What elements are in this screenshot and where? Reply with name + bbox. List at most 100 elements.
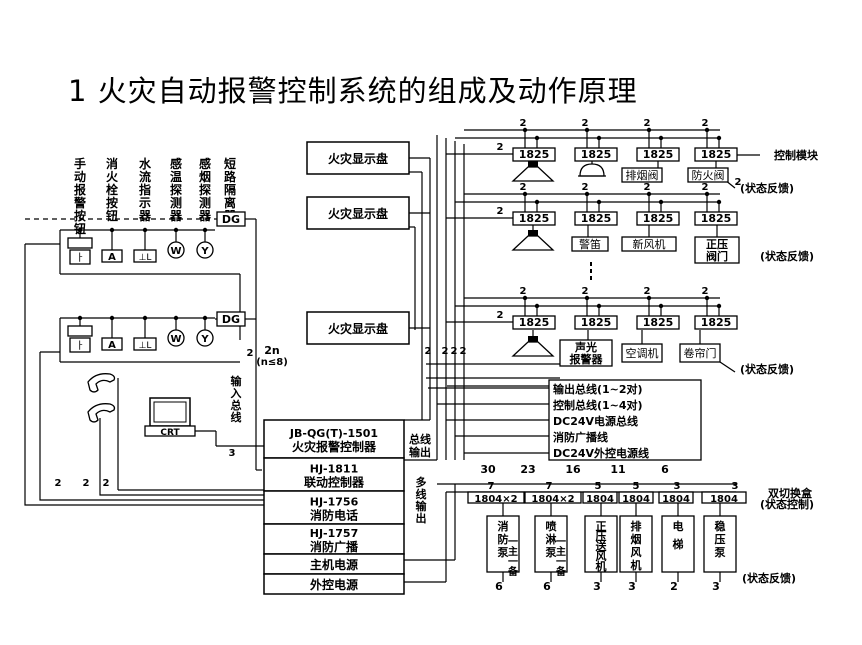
hydrant-button-icon — [101, 249, 123, 263]
label-char: 离 — [224, 195, 236, 210]
label-char: 测 — [199, 195, 211, 210]
label-char: 入 — [231, 387, 242, 400]
controller-unit-2-name: 消防电话 — [310, 508, 358, 523]
wire-count: 2 — [644, 286, 651, 297]
label-char: 总 — [231, 398, 242, 412]
heat-detector-symbol: W — [170, 246, 181, 257]
water-flow-indicator-icon — [133, 337, 157, 351]
label-char: 火 — [106, 170, 119, 184]
undefined-module-3-code: 1825 — [701, 148, 732, 161]
pump-2 — [584, 515, 618, 573]
pump-0-char: 泵 — [498, 546, 509, 559]
undefined-module-2-code: 1825 — [643, 316, 674, 329]
undefined-module-3 — [694, 211, 738, 226]
label-char: 测 — [170, 195, 182, 210]
pump-5-char: 压 — [715, 532, 726, 546]
undefined-module-3-code: 1825 — [701, 212, 732, 225]
pump-sub-char: 一 — [508, 537, 518, 548]
junction-dot — [534, 303, 540, 309]
manual-button-symbol: ㅏ — [75, 252, 84, 264]
junction-dot — [77, 227, 83, 233]
junction-dot — [522, 191, 528, 197]
top-count: 16 — [565, 463, 581, 476]
undefined-module-2-code: 1825 — [643, 212, 674, 225]
smoke-detector-icon — [196, 241, 214, 259]
junction-dot — [596, 303, 602, 309]
junction-dot — [596, 135, 602, 141]
wire-count: 2 — [520, 118, 527, 129]
wire-count: 2 — [702, 118, 709, 129]
bottom-count: 3 — [593, 580, 601, 593]
junction-dot — [534, 135, 540, 141]
pump-sub-char: 主 — [508, 545, 518, 558]
audible-visual-alarm-label-1: 声光 — [574, 340, 597, 354]
label-char: 消 — [106, 156, 118, 171]
pump-3-char: 机 — [631, 558, 642, 572]
wire-count: 2 — [83, 478, 90, 489]
pump-5-char: 泵 — [715, 546, 726, 559]
small-count: 7 — [488, 481, 495, 492]
status-feedback-1: (状态反馈) — [740, 181, 794, 195]
pump-2-char: 压 — [596, 529, 607, 543]
undefined-module-1-code: 1825 — [581, 316, 612, 329]
label-char: 线 — [416, 487, 427, 501]
controller-unit-1-model: HJ-1811 — [310, 463, 358, 476]
wire-count: 2 — [497, 310, 504, 321]
fire-damper — [687, 167, 729, 183]
fresh-air-fan — [621, 236, 677, 252]
fire-damper-label: 防火阀 — [692, 168, 725, 182]
speaker-icon — [511, 161, 555, 182]
water-flow-symbol: ⊥L — [139, 341, 152, 351]
label-char: 警 — [73, 195, 86, 210]
junction-dot — [658, 199, 664, 205]
junction-dot — [716, 135, 722, 141]
label-char: 器 — [138, 209, 152, 223]
label-char: 隔 — [224, 182, 236, 197]
undefined-module-1-code: 1825 — [581, 148, 612, 161]
junction-dot — [534, 199, 540, 205]
bottom-count: 6 — [495, 580, 503, 593]
pump-sub-char: 备 — [507, 565, 519, 578]
crt-base — [144, 425, 196, 437]
pump-3-char: 烟 — [631, 532, 642, 546]
isolator-dg-1 — [216, 211, 246, 227]
pump-1-char: 喷 — [546, 519, 557, 533]
label-char: 多 — [416, 475, 427, 489]
bus-legend-item-3: 消防广播线 — [553, 430, 608, 444]
label-char: 按 — [106, 195, 118, 210]
wire-count: 2 — [644, 182, 651, 193]
pressure-valve-label-1: 正压 — [706, 237, 728, 251]
bell-icon — [578, 163, 606, 177]
siren-label: 警笛 — [579, 237, 601, 251]
pump-2-char: 机 — [596, 559, 607, 573]
module-1804-5-label: 1804 — [710, 494, 738, 505]
smoke-detector-symbol: Y — [200, 246, 209, 257]
pump-sub-char: 备 — [555, 565, 567, 578]
undefined-module-2 — [636, 147, 680, 162]
fire-display-panel-2-label: 火灾显示盘 — [328, 206, 388, 221]
junction-dot — [584, 191, 590, 197]
module-1804-1-label: 1804×2 — [531, 494, 574, 505]
label-char: 器 — [198, 209, 212, 223]
air-conditioner — [621, 343, 663, 363]
bottom-count: 3 — [712, 580, 720, 593]
wire-count: 2 — [55, 478, 62, 489]
bottom-count: 3 — [628, 580, 636, 593]
junction-dot — [173, 227, 179, 233]
label-char: 报 — [74, 182, 86, 197]
isolator-dg-2 — [216, 311, 246, 327]
rolling-shutter — [679, 343, 721, 363]
pump-0-char: 消 — [498, 519, 509, 533]
loop-count-label: 2n — [264, 344, 280, 357]
module-1804-2-label: 1804 — [586, 494, 614, 505]
smoke-detector-icon — [196, 329, 214, 347]
junction-dot — [522, 295, 528, 301]
heat-detector-icon — [167, 329, 185, 347]
label-char: 烟 — [199, 170, 211, 184]
module-1804-0-label: 1804×2 — [474, 494, 517, 505]
junction-dot — [704, 127, 710, 133]
